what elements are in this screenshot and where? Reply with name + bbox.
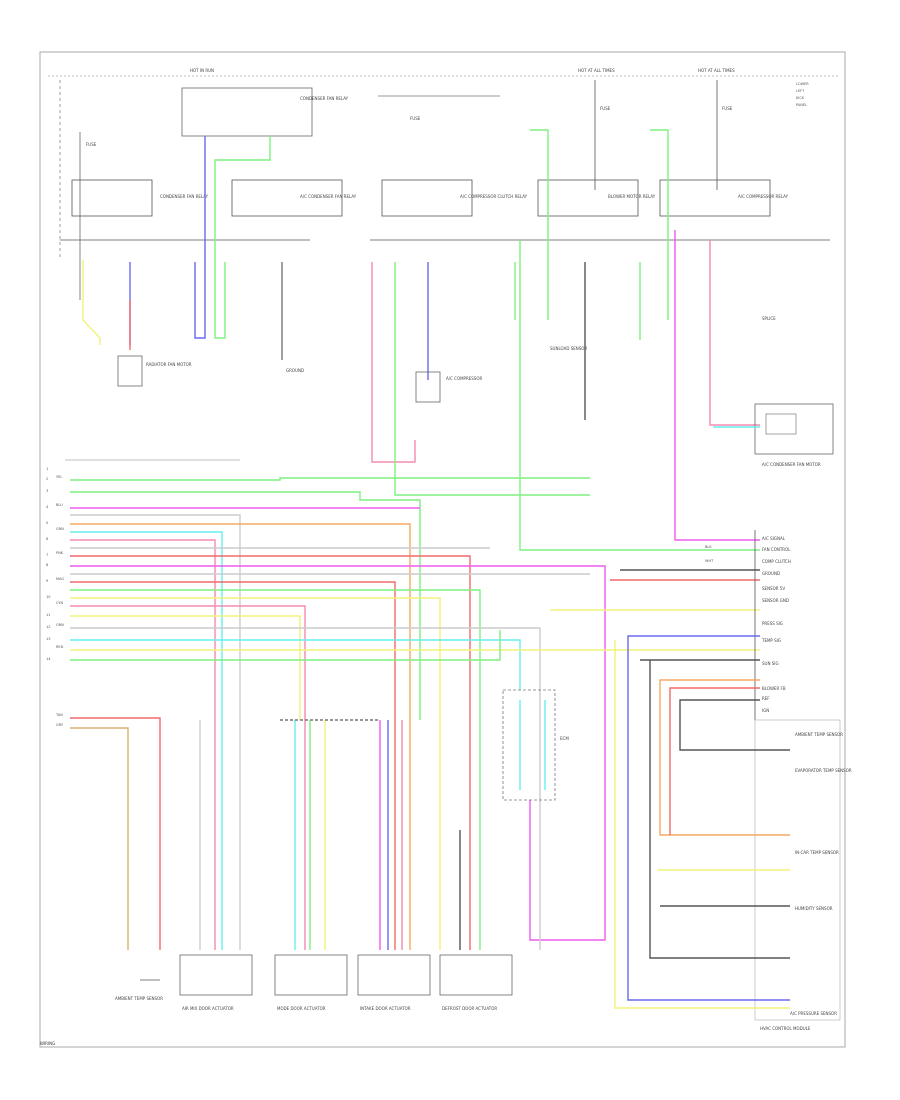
svg-text:SPLICE: SPLICE bbox=[762, 316, 776, 321]
svg-text:HUMIDITY SENSOR: HUMIDITY SENSOR bbox=[795, 906, 833, 911]
svg-text:IN-CAR TEMP SENSOR: IN-CAR TEMP SENSOR bbox=[795, 850, 839, 855]
actuator-mode: MODE DOOR ACTUATOR bbox=[274, 954, 348, 1011]
svg-text:A/C SIGNAL: A/C SIGNAL bbox=[762, 536, 786, 541]
svg-text:AMBIENT TEMP SENSOR: AMBIENT TEMP SENSOR bbox=[115, 996, 163, 1001]
svg-text:BLOWER FB: BLOWER FB bbox=[762, 686, 786, 691]
svg-text:FUSE: FUSE bbox=[600, 106, 611, 111]
svg-text:BLK: BLK bbox=[705, 545, 712, 549]
lower-left-sensor bbox=[70, 717, 161, 981]
svg-text:PANEL: PANEL bbox=[796, 103, 807, 107]
svg-text:DEFROST DOOR ACTUATOR: DEFROST DOOR ACTUATOR bbox=[442, 1006, 497, 1011]
svg-text:TEMP SIG: TEMP SIG bbox=[761, 638, 781, 643]
svg-text:EVAPORATOR TEMP SENSOR: EVAPORATOR TEMP SENSOR bbox=[795, 768, 852, 773]
svg-text:HOT IN RUN: HOT IN RUN bbox=[190, 68, 214, 73]
ac-condenser-fan-motor: A/C CONDENSER FAN MOTOR bbox=[713, 403, 834, 467]
svg-text:GRY: GRY bbox=[56, 723, 64, 727]
svg-text:8: 8 bbox=[46, 563, 48, 567]
svg-text:MAG: MAG bbox=[56, 577, 64, 581]
svg-text:1: 1 bbox=[46, 467, 48, 471]
svg-text:11: 11 bbox=[46, 613, 50, 617]
svg-text:FUSE: FUSE bbox=[86, 142, 97, 147]
actuator-intake: INTAKE DOOR ACTUATOR bbox=[357, 954, 431, 1011]
actuator-wires bbox=[199, 719, 461, 950]
svg-text:A/C COMPRESSOR RELAY: A/C COMPRESSOR RELAY bbox=[738, 194, 789, 199]
svg-text:HOT AT ALL TIMES: HOT AT ALL TIMES bbox=[578, 68, 615, 73]
svg-text:HOT AT ALL TIMES: HOT AT ALL TIMES bbox=[698, 68, 735, 73]
svg-text:BLU: BLU bbox=[56, 503, 63, 507]
fuse-right-2: HOT AT ALL TIMES FUSE bbox=[698, 68, 735, 190]
svg-text:ECM: ECM bbox=[560, 736, 569, 741]
svg-text:YEL: YEL bbox=[56, 475, 62, 479]
svg-text:7: 7 bbox=[46, 553, 48, 557]
svg-text:9: 9 bbox=[46, 579, 48, 583]
upper-wires bbox=[82, 129, 760, 551]
svg-text:MODE DOOR ACTUATOR: MODE DOOR ACTUATOR bbox=[277, 1006, 326, 1011]
svg-text:COMP CLUTCH: COMP CLUTCH bbox=[762, 559, 791, 564]
footer-code: WIRING bbox=[40, 1041, 56, 1046]
hvac-control-module: A/C SIGNAL FAN CONTROL COMP CLUTCH GROUN… bbox=[754, 530, 841, 1031]
svg-text:6: 6 bbox=[46, 537, 48, 541]
svg-text:PRESS SIG: PRESS SIG bbox=[762, 621, 783, 626]
svg-text:CONDENSER FAN RELAY: CONDENSER FAN RELAY bbox=[300, 96, 349, 101]
svg-text:TAN: TAN bbox=[55, 713, 63, 717]
svg-text:AMBIENT TEMP SENSOR: AMBIENT TEMP SENSOR bbox=[795, 732, 843, 737]
svg-text:SENSOR 5V: SENSOR 5V bbox=[762, 586, 785, 591]
svg-text:AIR MIX DOOR ACTUATOR: AIR MIX DOOR ACTUATOR bbox=[182, 1006, 234, 1011]
svg-text:13: 13 bbox=[46, 637, 50, 641]
radiator-fan-motor: RADIATOR FAN MOTOR bbox=[117, 355, 192, 387]
diagram-frame bbox=[39, 51, 846, 1048]
svg-text:GRN: GRN bbox=[56, 527, 64, 531]
svg-text:REF: REF bbox=[762, 696, 770, 701]
svg-text:WHT: WHT bbox=[705, 559, 714, 563]
relay-row bbox=[60, 179, 830, 241]
svg-text:SUNLOAD SENSOR: SUNLOAD SENSOR bbox=[550, 346, 587, 351]
svg-text:LOWER: LOWER bbox=[796, 82, 809, 86]
svg-text:5: 5 bbox=[46, 521, 48, 525]
sunload-sensor-box: ECM bbox=[502, 689, 569, 801]
svg-text:ORN: ORN bbox=[56, 623, 64, 627]
svg-text:14: 14 bbox=[46, 657, 51, 661]
svg-text:RED: RED bbox=[56, 645, 64, 649]
svg-text:KICK: KICK bbox=[796, 96, 805, 100]
svg-text:RADIATOR FAN MOTOR: RADIATOR FAN MOTOR bbox=[146, 362, 192, 367]
svg-text:12: 12 bbox=[46, 625, 50, 629]
svg-text:INTAKE DOOR ACTUATOR: INTAKE DOOR ACTUATOR bbox=[360, 1006, 411, 1011]
harness-lines bbox=[70, 477, 760, 950]
right-wires bbox=[614, 635, 790, 1009]
fuse-center: FUSE bbox=[378, 95, 500, 121]
wire-codes: YEL BLU GRN PNK MAG CYN ORN RED TAN GRY … bbox=[55, 475, 714, 727]
svg-text:BLOWER MOTOR RELAY: BLOWER MOTOR RELAY bbox=[608, 194, 656, 199]
fuse-right-1: HOT AT ALL TIMES FUSE bbox=[578, 68, 615, 190]
svg-text:A/C COMPRESSOR: A/C COMPRESSOR bbox=[446, 376, 482, 381]
actuator-defrost: DEFROST DOOR ACTUATOR bbox=[439, 954, 513, 1011]
svg-text:FUSE: FUSE bbox=[410, 116, 421, 121]
svg-text:10: 10 bbox=[46, 595, 50, 599]
svg-text:FAN CONTROL: FAN CONTROL bbox=[762, 547, 791, 552]
svg-text:IGN: IGN bbox=[762, 708, 769, 713]
svg-text:4: 4 bbox=[46, 505, 49, 509]
svg-text:A/C CONDENSER FAN RELAY: A/C CONDENSER FAN RELAY bbox=[300, 194, 357, 199]
svg-text:GROUND: GROUND bbox=[762, 571, 780, 576]
ac-compressor: A/C COMPRESSOR bbox=[415, 371, 482, 403]
svg-text:A/C COMPRESSOR CLUTCH RELAY: A/C COMPRESSOR CLUTCH RELAY bbox=[460, 194, 528, 199]
svg-text:CYN: CYN bbox=[56, 601, 64, 605]
svg-text:GROUND: GROUND bbox=[286, 368, 304, 373]
svg-text:SENSOR GND: SENSOR GND bbox=[762, 598, 789, 603]
left-pin-numbers: 1 2 3 4 5 6 7 8 9 10 11 12 13 14 bbox=[46, 467, 51, 661]
svg-text:PNK: PNK bbox=[56, 551, 64, 555]
svg-text:FUSE: FUSE bbox=[722, 106, 733, 111]
svg-text:HVAC CONTROL MODULE: HVAC CONTROL MODULE bbox=[760, 1026, 811, 1031]
actuator-air-mix: AIR MIX DOOR ACTUATOR bbox=[179, 954, 253, 1011]
svg-text:2: 2 bbox=[46, 477, 48, 481]
svg-text:A/C CONDENSER FAN MOTOR: A/C CONDENSER FAN MOTOR bbox=[762, 462, 821, 467]
svg-text:3: 3 bbox=[46, 489, 48, 493]
svg-text:CONDENSER FAN RELAY: CONDENSER FAN RELAY bbox=[160, 194, 209, 199]
svg-text:A/C PRESSURE SENSOR: A/C PRESSURE SENSOR bbox=[790, 1011, 837, 1016]
svg-text:LEFT: LEFT bbox=[796, 89, 805, 93]
relay-box-top-left: HOT IN RUN CONDENSER FAN RELAY bbox=[181, 68, 349, 137]
svg-text:SUN SIG: SUN SIG bbox=[762, 661, 779, 666]
